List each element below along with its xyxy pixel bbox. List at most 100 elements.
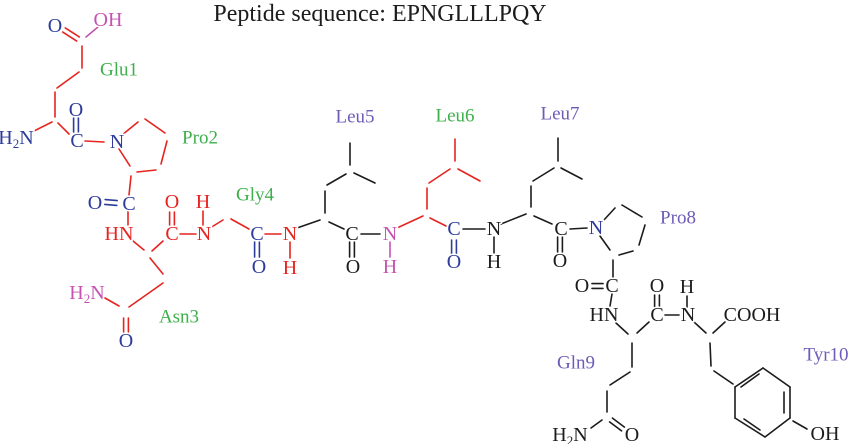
bond [618,250,634,256]
bond [740,373,760,388]
bond [638,224,646,246]
bond [611,417,626,428]
bond [621,204,643,218]
bond [609,371,631,386]
bond [85,26,99,38]
atom-label: O [346,256,360,278]
bond [615,322,629,335]
atom-label: C [650,304,663,326]
residue-label-gly4: Gly4 [236,185,275,206]
residue-label-leu5: Leu5 [335,107,374,128]
bond [608,421,623,432]
atom-label: N [383,223,397,245]
residue-label-glu1: Glu1 [100,60,138,81]
atom-label: O [48,15,62,37]
bond [144,118,166,134]
atom-label: H [680,276,694,298]
residue-label-gln9: Gln9 [557,353,595,374]
bond [602,207,616,222]
atom-label: COOH [724,304,781,326]
bond [149,257,164,275]
bond [762,367,791,388]
bond [121,121,139,136]
bond [56,71,80,89]
bond [569,227,588,230]
atom-label: C [447,218,460,240]
atom-label: H2N [552,424,587,444]
bond [33,121,53,132]
bond [590,419,603,429]
bond [636,321,650,334]
bond [209,219,224,229]
atom-label: O [252,256,266,278]
bond [136,169,157,173]
atom-label: O [553,250,567,272]
atom-label: O [69,99,83,121]
bond [743,418,761,431]
atom-label: HN [590,304,619,326]
bond [57,122,70,135]
atom-label: H2N [69,282,104,306]
atom-label: N [283,223,297,245]
residue-label-tyr10: Tyr10 [803,345,848,366]
bond [353,172,376,184]
bond [792,420,808,430]
atom-label: O [625,424,639,444]
figure-title: Peptide sequence: EPNGLLLPQY [213,1,547,27]
bond [160,140,168,165]
bond [693,321,707,334]
atom-label: O [447,251,461,273]
residue-label-pro8: Pro8 [660,208,696,229]
atom-label: C [250,223,263,245]
atom-label: O [650,275,664,297]
atom-label: O [119,330,133,352]
atom-label: O [88,192,102,214]
atom-label: OH [94,9,123,31]
bond [734,367,764,388]
atom-label: N [110,131,124,153]
atom-label: H [283,257,297,279]
atom-label: H [487,251,501,273]
bond [429,217,447,227]
bond [61,31,78,42]
atom-label: N [681,304,695,326]
atom-label: N [197,223,211,245]
residue-label-leu7: Leu7 [540,104,579,125]
atom-label: O [165,191,179,213]
bond [709,342,712,367]
atom-label: N [487,218,501,240]
bond [104,297,120,307]
bond [713,370,734,385]
bond [326,173,347,186]
atom-label: HN [105,223,134,245]
bond [104,203,118,207]
bond [457,168,481,182]
atom-label: C [554,218,567,240]
bond [128,282,164,308]
bond [64,27,81,38]
bond [328,221,345,230]
bond [151,240,164,252]
atom-label: OH [811,423,840,444]
atom-label: C [122,193,135,215]
bond [532,167,555,182]
bond [533,215,553,225]
bond [500,213,527,225]
atom-label: N [589,217,603,239]
bond [396,215,424,229]
atom-label: C [345,223,358,245]
bond [734,417,766,438]
bond [230,218,250,230]
atom-label: C [165,223,178,245]
bond [84,140,105,143]
bond [104,198,118,202]
residue-label-pro2: Pro2 [182,128,218,149]
atom-label: H [196,191,210,213]
residue-label-asn3: Asn3 [159,307,199,328]
bond [132,240,145,251]
bond [118,148,131,167]
atom-label: C [70,130,83,152]
bond [428,168,451,184]
bond [712,321,726,334]
